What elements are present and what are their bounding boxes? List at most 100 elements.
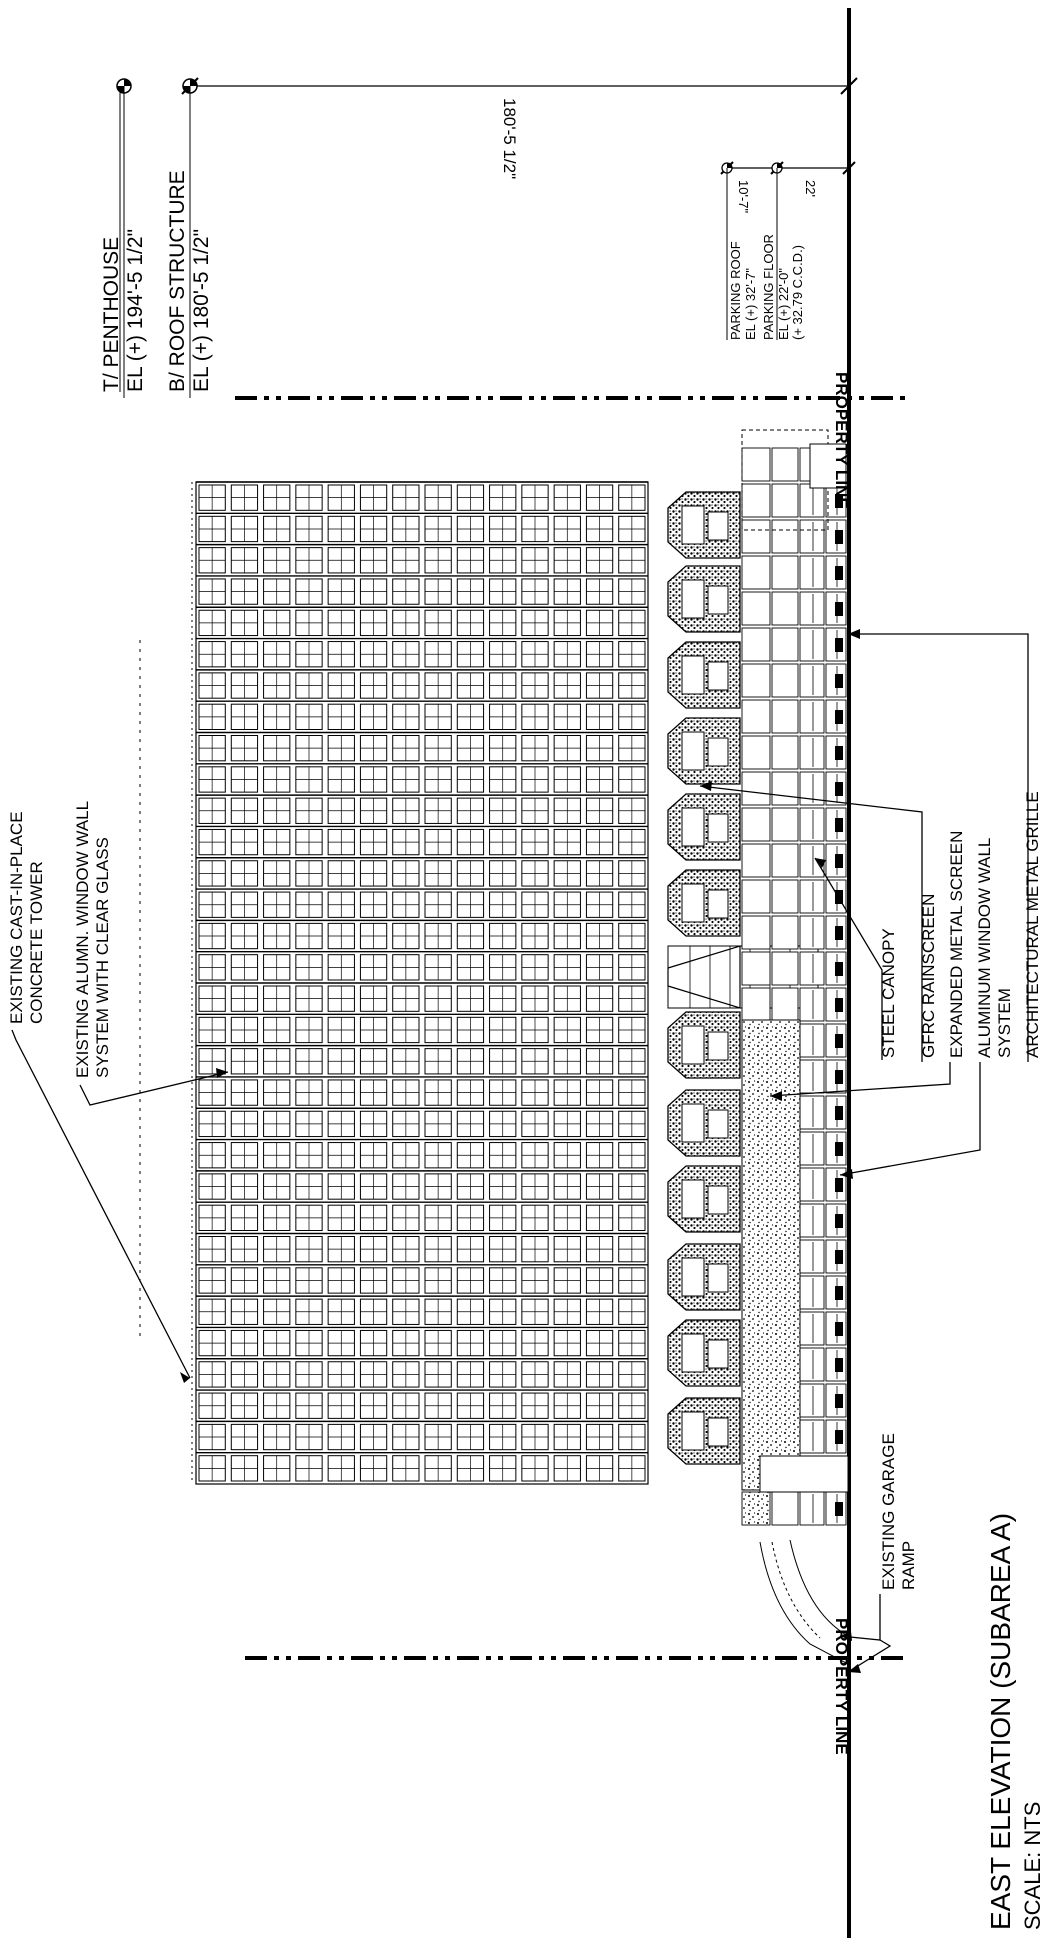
dimension-b: 22' bbox=[803, 180, 818, 197]
storefront-panel bbox=[799, 591, 825, 626]
storefront-panel bbox=[799, 807, 825, 842]
window-bay bbox=[196, 1389, 648, 1419]
alum-window-callout-line2: SYSTEM bbox=[995, 988, 1014, 1058]
window-bay bbox=[196, 481, 648, 511]
storefront-panel bbox=[799, 987, 825, 1022]
storefront-panel bbox=[799, 951, 825, 986]
storefront-panel bbox=[799, 1275, 825, 1310]
storefront-panel bbox=[741, 915, 771, 950]
gfrc-hex-bay bbox=[667, 491, 741, 559]
storefront-panel bbox=[741, 1491, 771, 1526]
window-bay bbox=[196, 1295, 648, 1325]
metal-grille bbox=[835, 710, 843, 724]
storefront-panel bbox=[741, 627, 771, 662]
gfrc-hex-bay bbox=[667, 565, 741, 633]
concrete-tower bbox=[139, 481, 649, 1485]
metal-grille bbox=[835, 566, 843, 580]
storefront-panel bbox=[741, 519, 771, 554]
storefront-panel bbox=[771, 987, 799, 1022]
metal-screen-callout: EXPANDED METAL SCREEN bbox=[947, 831, 966, 1058]
metal-grille bbox=[835, 1250, 843, 1264]
storefront-panel bbox=[741, 483, 771, 518]
gfrc-hex-bay bbox=[667, 641, 741, 709]
dimension-height-total bbox=[181, 77, 858, 95]
penthouse-elevation-marker bbox=[116, 78, 132, 398]
metal-grille bbox=[835, 746, 843, 760]
gfrc-hex-bay bbox=[667, 1011, 741, 1079]
metal-grille bbox=[835, 1394, 843, 1408]
storefront-panel bbox=[799, 1491, 825, 1526]
storefront-panel bbox=[799, 699, 825, 734]
storefront-panel bbox=[799, 519, 825, 554]
gfrc-hex-bay bbox=[667, 1089, 741, 1157]
window-bay bbox=[196, 794, 648, 824]
podium-base bbox=[667, 429, 849, 1526]
window-bay bbox=[196, 637, 648, 668]
penthouse-elevation-value: EL (+) 194'-5 1/2" bbox=[124, 229, 147, 392]
window-bay bbox=[196, 1358, 648, 1388]
gfrc-callout: GFRC RAINSCREEN bbox=[919, 894, 938, 1058]
storefront-panel bbox=[799, 735, 825, 770]
storefront-panel bbox=[741, 807, 771, 842]
storefront-panel bbox=[771, 663, 799, 698]
window-bay bbox=[196, 1264, 648, 1294]
window-bay bbox=[196, 731, 648, 762]
metal-grille bbox=[835, 1286, 843, 1300]
window-bay bbox=[196, 1076, 648, 1106]
gfrc-hex-bay bbox=[667, 793, 741, 861]
leader-arrowheads bbox=[180, 629, 861, 1673]
window-bay bbox=[196, 982, 648, 1012]
window-bay bbox=[196, 512, 648, 543]
storefront-panel bbox=[741, 735, 771, 770]
storefront-panel bbox=[799, 1419, 825, 1454]
storefront-panel bbox=[799, 1383, 825, 1418]
storefront-panel bbox=[771, 951, 799, 986]
storefront-panel bbox=[799, 915, 825, 950]
storefront-panel bbox=[799, 483, 825, 518]
garage-ramp bbox=[759, 1539, 849, 1665]
window-bay bbox=[196, 543, 648, 574]
parking-roof-label: PARKING ROOF bbox=[728, 241, 743, 340]
dimension-parking bbox=[720, 161, 856, 175]
storefront-panel bbox=[799, 1167, 825, 1202]
alum-window-callout-line1: ALUMINUM WINDOW WALL bbox=[975, 838, 994, 1058]
storefront-panel bbox=[771, 555, 799, 590]
property-line-label-top: PROPERTY LINE bbox=[832, 372, 851, 509]
storefront-panel bbox=[741, 591, 771, 626]
metal-grille bbox=[835, 1106, 843, 1120]
window-bay bbox=[196, 950, 648, 981]
metal-grille bbox=[835, 602, 843, 616]
metal-grille bbox=[835, 1034, 843, 1048]
storefront-panel bbox=[799, 1059, 825, 1094]
window-bay bbox=[196, 1013, 648, 1044]
roof-elevation-marker bbox=[182, 78, 198, 398]
expanded-metal-screen bbox=[741, 1019, 801, 1491]
window-bay bbox=[196, 857, 648, 887]
metal-grille bbox=[835, 1178, 843, 1192]
storefront-panel bbox=[741, 879, 771, 914]
parking-floor-marker bbox=[771, 162, 783, 340]
storefront-panel bbox=[771, 699, 799, 734]
window-bay bbox=[196, 606, 648, 637]
metal-grille bbox=[835, 926, 843, 940]
window-bay bbox=[196, 1138, 648, 1169]
window-bay bbox=[196, 1170, 648, 1200]
metal-grille bbox=[835, 962, 843, 976]
window-wall-callout-line2: SYSTEM WITH CLEAR GLASS bbox=[93, 837, 112, 1078]
storefront-panel bbox=[799, 663, 825, 698]
gfrc-hex-bay bbox=[667, 717, 741, 785]
garage-ramp-callout-line1: EXISTING GARAGE bbox=[879, 1433, 898, 1590]
metal-grille bbox=[835, 638, 843, 652]
metal-grille bbox=[835, 530, 843, 544]
storefront-panel bbox=[799, 555, 825, 590]
storefront-panel bbox=[741, 555, 771, 590]
storefront-panel bbox=[799, 1203, 825, 1238]
metal-grille bbox=[835, 1070, 843, 1084]
window-bay bbox=[196, 1107, 648, 1138]
grille-callout: ARCHITECTURAL METAL GRILLE bbox=[1023, 791, 1042, 1058]
window-bay bbox=[196, 1451, 648, 1482]
window-bay bbox=[196, 825, 648, 856]
storefront-panel bbox=[741, 987, 771, 1022]
storefront-panel bbox=[799, 1095, 825, 1130]
